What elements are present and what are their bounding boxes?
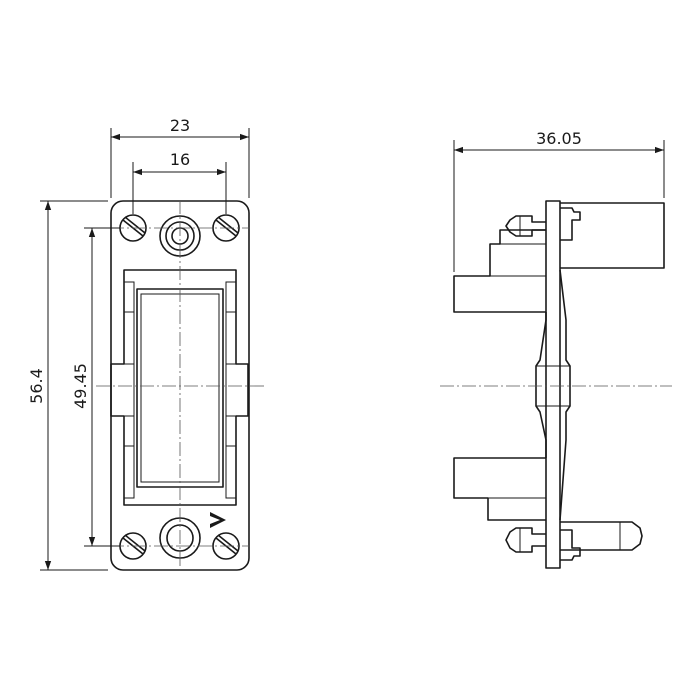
orientation-arrow-icon [210,512,226,528]
side-view: 36.05 [440,129,672,569]
side-mounting-plate [545,200,561,569]
side-contact-pin [560,521,643,551]
dim-text-front-width: 23 [170,116,190,135]
side-center-latch [535,312,547,458]
side-top-pin [505,215,546,237]
side-bottom-clip [560,529,581,561]
side-right-housing [560,202,665,269]
front-right-rail [225,281,236,499]
side-upper-body [453,229,546,313]
front-left-rail [124,281,135,499]
front-view: 23 16 56.4 49.45 [27,116,266,572]
dim-text-screw-vertical: 49.45 [71,363,90,409]
dim-text-front-height: 56.4 [27,368,46,404]
side-top-clip [560,207,581,241]
side-bottom-pin [505,527,546,553]
dim-text-screw-spacing: 16 [170,150,190,169]
side-lower-body [453,457,546,521]
dim-text-side-depth: 36.05 [536,129,582,148]
front-frame-outline [110,269,249,506]
